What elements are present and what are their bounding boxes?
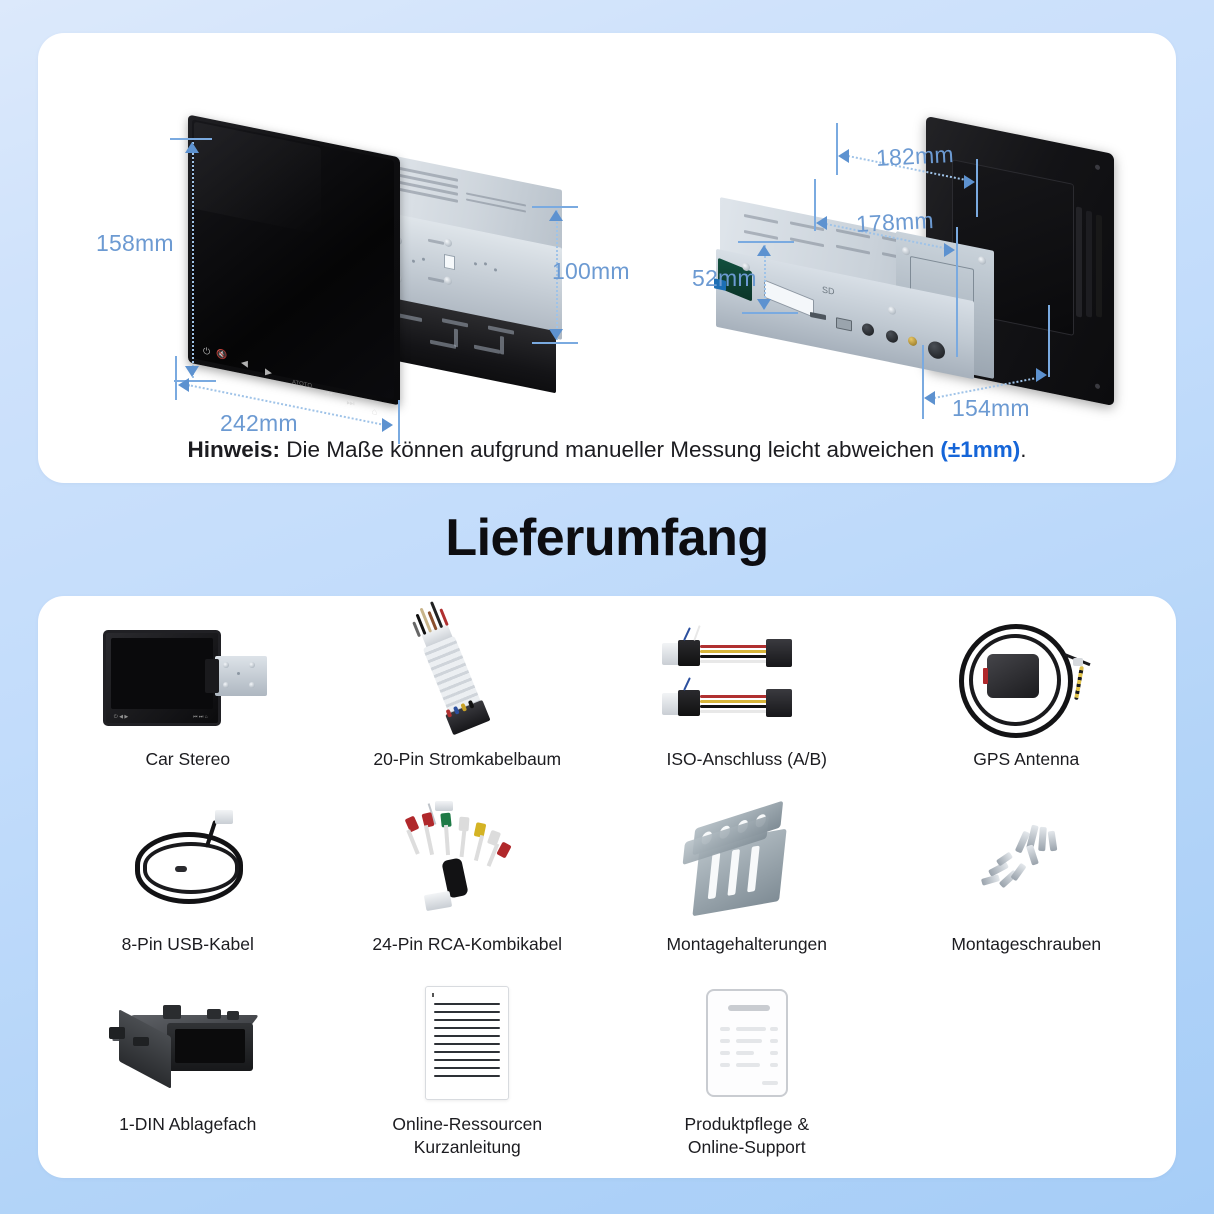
usb-cable-icon [48,799,328,927]
dim-label-178: 178mm [855,206,935,238]
dimline-100 [556,210,558,340]
note-prefix: Hinweis: [187,437,280,462]
volume-down-icon: ◀ [241,357,248,369]
list-item: ISO-Anschluss (A/B) [607,614,887,799]
gps-antenna-icon [887,614,1167,742]
accessory-label: 8-Pin USB-Kabel [121,934,254,954]
power-icon: ⏻ [202,345,211,357]
list-item: 20-Pin Stromkabelbaum [328,601,608,799]
accessory-label: Montageschrauben [951,934,1102,954]
wiring-harness-icon [328,601,608,742]
next-track-icon: ⏭ [346,396,355,409]
list-item: 24-Pin RCA-Kombikabel [328,799,608,979]
support-doc-icon [607,979,887,1107]
list-item: Montagehalterungen [607,799,887,979]
accessory-label: Online-Ressourcen Kurzanleitung [392,1114,543,1158]
accessory-label: Montagehalterungen [666,934,828,954]
front-view-diagram: ⏻ 🔇 ◀ ▶ ⏮ ⏭ ⌂ ATOTO 158mm 242mm [96,108,630,444]
home-icon: ⌂ [371,405,378,417]
note-tolerance: (±1mm) [940,437,1021,462]
list-item: Montageschrauben [887,799,1167,979]
mounting-bracket-icon [607,799,887,927]
accessory-label: 24-Pin RCA-Kombikabel [372,934,563,954]
note-text: Die Maße können aufgrund manueller Messu… [286,437,935,462]
page-title: Lieferumfang [445,509,769,567]
accessory-label: ISO-Anschluss (A/B) [666,749,827,769]
accessory-label: Produktpflege & Online-Support [684,1114,810,1158]
prev-track-icon: ⏮ [324,388,333,400]
dimline-158 [192,142,194,378]
volume-up-icon: ▶ [265,366,272,378]
list-item: Online-Ressourcen Kurzanleitung [328,979,608,1164]
dim-label-182: 182mm [875,140,955,172]
dim-label-52: 52mm [692,265,757,291]
guide-158-bottom [174,380,216,382]
accessory-grid: ⏻ ◀ ▶ ⏮ ⏭ ⌂ Car Stereo [38,596,1176,1178]
rear-view-diagram: SD 182mm 178mm [692,113,1178,443]
accessory-label: 1-DIN Ablagefach [119,1114,257,1134]
dim-label-154: 154mm [952,395,1030,421]
list-item: 1-DIN Ablagefach [48,979,328,1164]
mounting-screws-icon [887,799,1167,927]
iso-connector-icon [607,614,887,742]
accessory-label: 20-Pin Stromkabelbaum [373,749,562,769]
accessory-label: Car Stereo [145,749,231,769]
dim-label-242: 242mm [220,410,298,436]
dim-label-100: 100mm [552,258,630,284]
dim-label-158: 158mm [96,230,174,256]
dimline-52 [764,245,766,309]
measurement-note: Hinweis: Die Maße können aufgrund manuel… [0,437,1214,463]
accessory-label: GPS Antenna [973,749,1080,769]
mute-icon: 🔇 [216,348,228,361]
quick-guide-doc-icon [328,979,608,1107]
list-item: 8-Pin USB-Kabel [48,799,328,979]
din-storage-box-icon [48,979,328,1107]
guide-158-top [170,138,212,140]
car-stereo-icon: ⏻ ◀ ▶ ⏮ ⏭ ⌂ [48,614,328,742]
list-item: ⏻ ◀ ▶ ⏮ ⏭ ⌂ Car Stereo [48,614,328,799]
rca-cable-icon [328,799,608,927]
dimensions-card: ⏻ 🔇 ◀ ▶ ⏮ ⏭ ⌂ ATOTO 158mm 242mm [38,33,1176,483]
note-suffix: . [1020,437,1027,462]
list-item: Produktpflege & Online-Support [607,979,887,1164]
list-item: GPS Antenna [887,614,1167,799]
touchscreen-front-panel: ⏻ 🔇 ◀ ▶ ⏮ ⏭ ⌂ ATOTO [188,114,400,417]
